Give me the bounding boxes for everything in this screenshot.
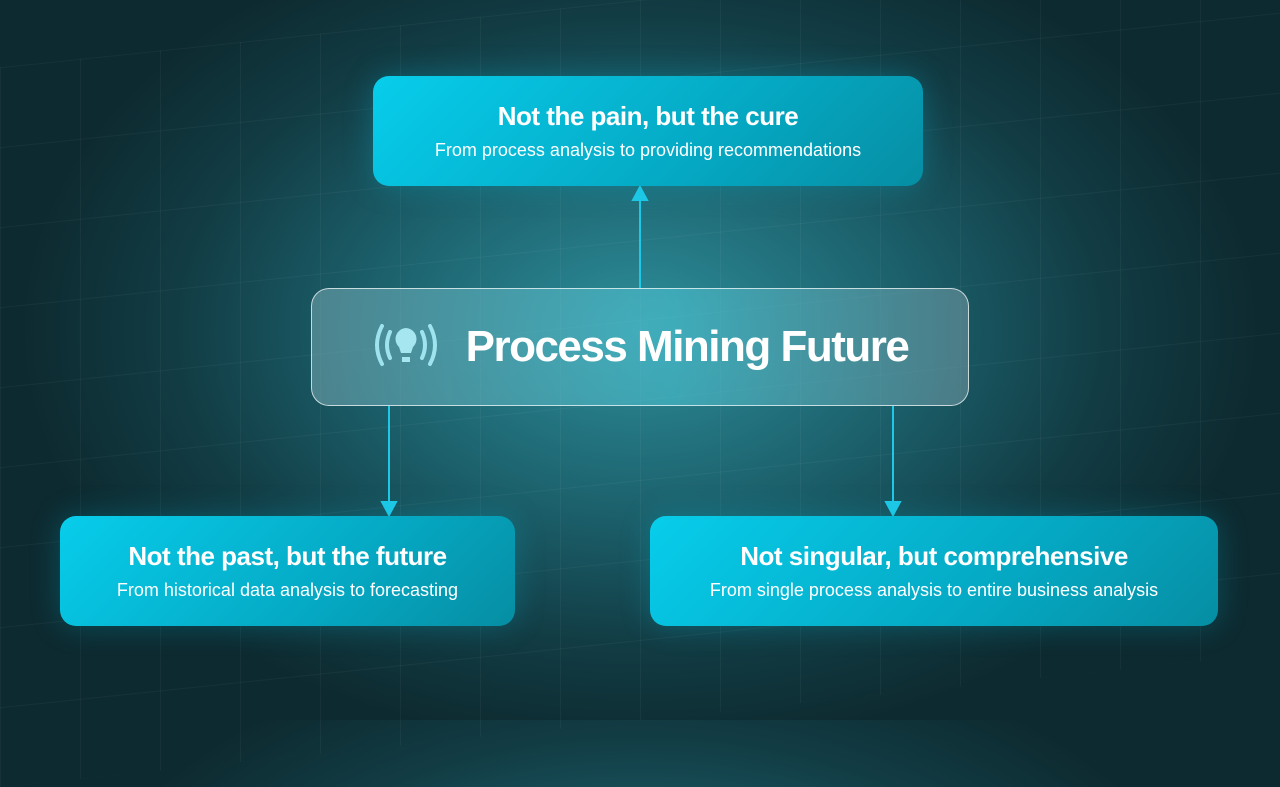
node-title: Not singular, but comprehensive (740, 541, 1128, 571)
node-title: Not the pain, but the cure (497, 101, 799, 131)
center-title: Process Mining Future (465, 322, 910, 371)
node-left: Not the past, but the future From histor… (60, 516, 515, 626)
node-subtitle: From single process analysis to entire b… (709, 580, 1159, 600)
node-right: Not singular, but comprehensive From sin… (650, 516, 1218, 626)
node-title: Not the past, but the future (128, 541, 447, 571)
lightbulb-broadcast-icon (372, 320, 440, 375)
node-subtitle: From historical data analysis to forecas… (116, 580, 459, 600)
center-node: Process Mining Future (311, 288, 969, 406)
node-subtitle: From process analysis to providing recom… (434, 140, 862, 160)
node-top: Not the pain, but the cure From process … (373, 76, 923, 186)
connectors (380, 184, 902, 518)
